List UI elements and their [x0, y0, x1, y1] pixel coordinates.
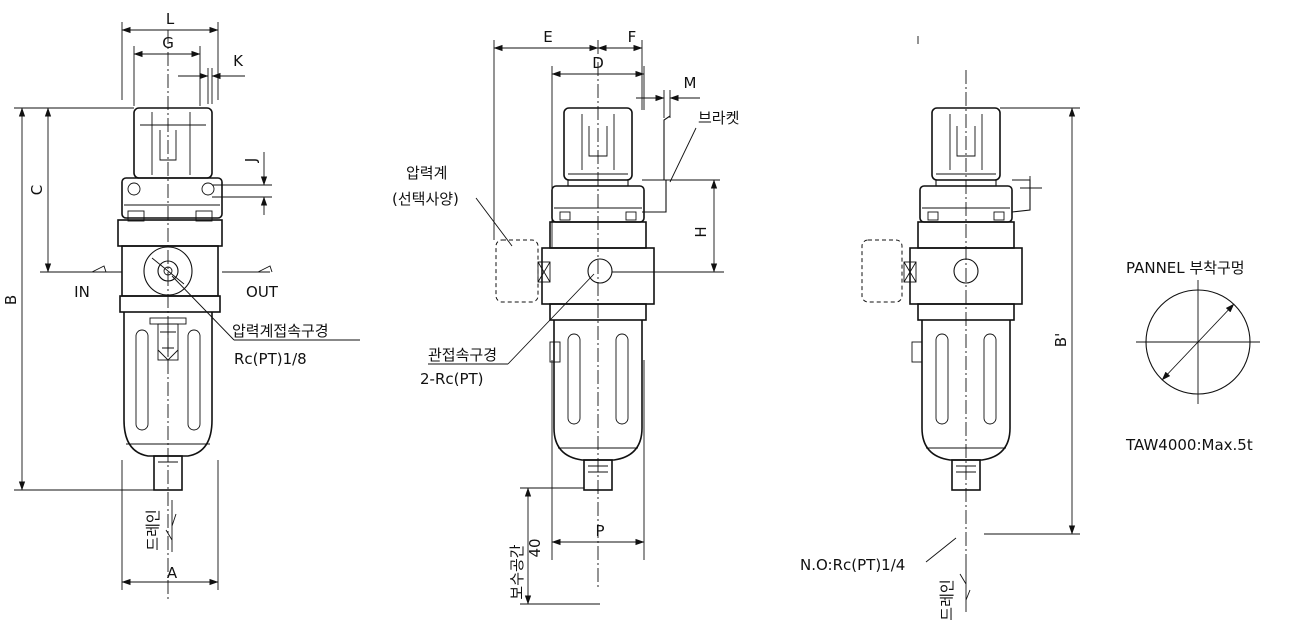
gauge-option-label: (선택사양): [392, 190, 459, 208]
drain-left-label: 드레인: [144, 509, 162, 550]
bracket-label: 브라켓: [698, 109, 739, 127]
dim-J: J: [242, 158, 260, 163]
dim-K: K: [233, 52, 244, 70]
port-in-label: IN: [74, 283, 90, 301]
panel-note: TAW4000:Max.5t: [1125, 436, 1253, 454]
maintenance-space-value: 40: [526, 538, 544, 557]
middle-view: E F D M H P 보수공간 40 압력계 (선택사양) 브라켓: [392, 28, 739, 605]
right-view: B' N.O:Rc(PT)1/4 드레인: [800, 36, 1080, 621]
normally-open-label: N.O:Rc(PT)1/4: [800, 556, 905, 574]
pipe-port-size: 2-Rc(PT): [420, 370, 484, 388]
gauge-port-size: Rc(PT)1/8: [234, 350, 307, 368]
dim-D: D: [592, 54, 604, 72]
dim-M: M: [684, 74, 697, 92]
dim-E: E: [543, 28, 552, 46]
dim-L: L: [166, 10, 175, 28]
pipe-port-label: 관접속구경: [428, 346, 497, 364]
panel-hole-view: PANNEL 부착구멍 TAW4000:Max.5t: [1125, 259, 1260, 454]
dim-C: C: [28, 185, 46, 195]
dim-B: B: [2, 295, 20, 305]
port-out-label: OUT: [246, 283, 279, 301]
dim-P: P: [595, 522, 604, 540]
maintenance-space-label: 보수공간: [508, 544, 526, 599]
left-view: L G K J C B A IN OUT: [2, 10, 360, 600]
dim-B-prime: B': [1052, 333, 1070, 347]
dim-G: G: [162, 34, 174, 52]
dim-F: F: [628, 28, 637, 46]
dim-H: H: [692, 226, 710, 237]
drain-right-label: 드레인: [938, 579, 956, 620]
gauge-port-label: 압력계접속구경: [232, 322, 329, 340]
dim-A: A: [167, 564, 178, 582]
panel-title: PANNEL 부착구멍: [1126, 259, 1245, 277]
gauge-label: 압력계: [406, 164, 447, 182]
